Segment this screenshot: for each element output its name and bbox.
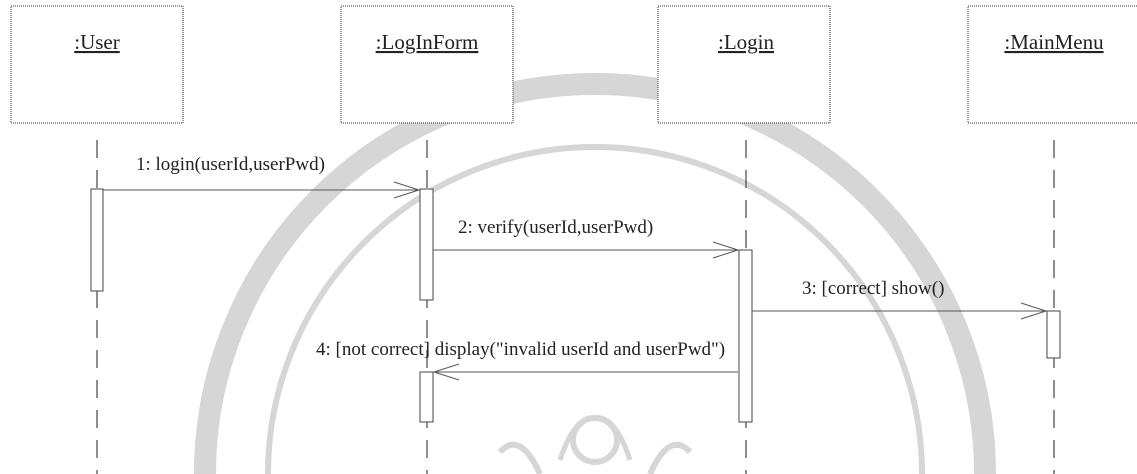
activation-loginform-1: [419, 188, 434, 301]
message-1: 1: login(userId,userPwd): [103, 154, 421, 199]
message-3-label: 3: [correct] show(): [802, 278, 944, 299]
object-user: :User: [10, 5, 184, 124]
message-4: 4: [not correct] display("invalid userId…: [316, 339, 738, 381]
object-loginform-label: :LogInForm: [376, 30, 479, 54]
activation-user: [90, 188, 104, 292]
object-mainmenu: :MainMenu: [967, 5, 1137, 124]
object-login: :Login: [657, 5, 831, 124]
object-login-label: :Login: [718, 30, 774, 54]
message-4-label: 4: [not correct] display("invalid userId…: [316, 339, 725, 360]
object-user-label: :User: [74, 30, 120, 54]
watermark-emblem: [194, 73, 996, 474]
object-loginform: :LogInForm: [340, 5, 514, 124]
message-3: 3: [correct] show(): [752, 278, 1048, 320]
message-2: 2: verify(userId,userPwd): [433, 217, 740, 259]
message-1-label: 1: login(userId,userPwd): [136, 154, 325, 175]
activation-mainmenu: [1046, 310, 1061, 359]
object-mainmenu-label: :MainMenu: [1004, 30, 1104, 54]
activation-loginform-2: [419, 371, 434, 423]
message-2-label: 2: verify(userId,userPwd): [458, 217, 653, 238]
activation-login: [738, 249, 753, 423]
